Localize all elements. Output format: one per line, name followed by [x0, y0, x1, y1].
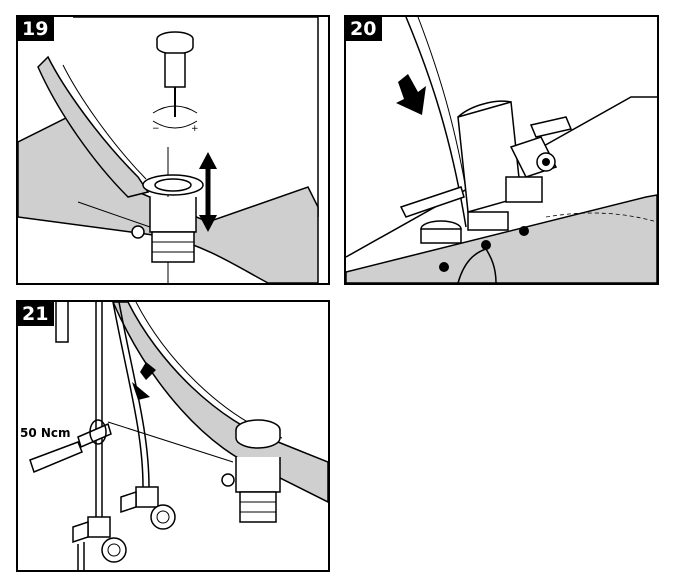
step-21-number: 21 — [18, 302, 55, 326]
step-21-illustration — [29, 302, 328, 570]
angle-valve-icon — [72, 516, 127, 570]
basin-rim — [112, 302, 328, 503]
overflow-channel — [37, 55, 150, 198]
step-20-illustration — [346, 17, 657, 283]
mixer-tap — [399, 100, 573, 244]
angle-valve-icon — [120, 486, 176, 530]
pop-up-plug-icon — [156, 31, 194, 117]
torque-wrench-icon — [29, 419, 112, 474]
supply-pipes — [95, 302, 234, 517]
basin-edge — [73, 17, 319, 217]
push-down-arrow-icon — [132, 362, 156, 400]
up-down-arrow-icon — [199, 152, 217, 232]
step-20-panel: 20 — [344, 15, 659, 285]
step-21-panel: 21 50 Ncm — [16, 300, 330, 572]
svg-text:−: − — [152, 124, 160, 134]
step-19-illustration: − + — [18, 17, 319, 283]
deck-edge — [346, 194, 657, 283]
drain-body — [77, 147, 204, 283]
step-20-number: 20 — [346, 17, 383, 41]
adjust-screw-plus-minus-icon: − + — [152, 105, 199, 134]
drain-body — [221, 419, 281, 523]
push-down-arrow-icon — [396, 74, 426, 115]
svg-text:+: + — [191, 124, 199, 134]
fittings — [439, 226, 529, 283]
step-19-number: 19 — [18, 17, 55, 41]
step-19-panel: 19 − + — [16, 15, 330, 285]
torque-label: 50 Ncm — [20, 426, 71, 440]
